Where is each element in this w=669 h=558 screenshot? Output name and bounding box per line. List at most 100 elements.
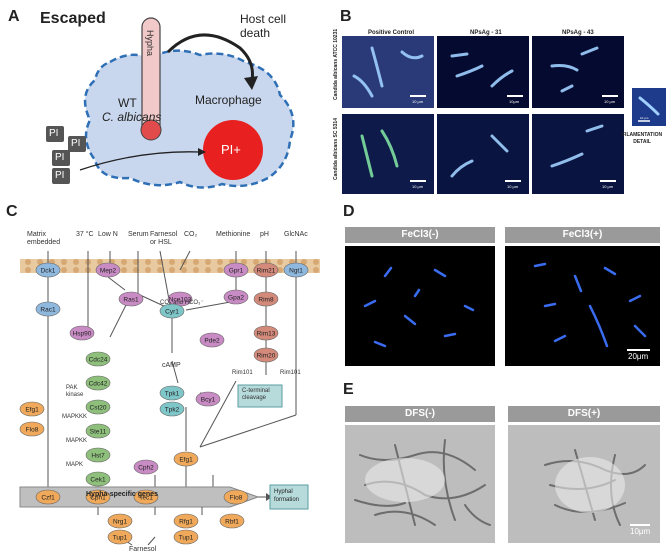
pi-label-1: PI <box>49 128 59 139</box>
node-tpk1: Tpk1 <box>159 385 185 401</box>
node-nrg1: Nrg1 <box>107 513 133 529</box>
svg-text:Rim13: Rim13 <box>257 331 276 338</box>
hypha-label: Hypha <box>145 30 155 57</box>
svg-text:Cdc42: Cdc42 <box>89 381 108 388</box>
node-bcy1: Bcy1 <box>195 391 221 407</box>
scale-r2-c1: 10 μm <box>412 184 424 189</box>
svg-text:Rbf1: Rbf1 <box>225 519 239 526</box>
farnesol-bottom-label: Farnesol <box>129 546 157 553</box>
dfs-minus-header: DFS(-) <box>345 406 495 422</box>
yeast-cell <box>140 119 162 141</box>
rim101b-label: Rim101 <box>280 370 301 376</box>
svg-text:Ngt1: Ngt1 <box>289 268 303 275</box>
node-mep2: Mep2 <box>95 262 121 278</box>
node-ngt1: Ngt1 <box>283 262 309 278</box>
signal-glcnac: GlcNAc <box>284 231 308 238</box>
panel-letter-d: D <box>343 203 355 220</box>
node-cph1: Cph1 <box>85 489 111 505</box>
hyphal-formation-label: Hyphal formation <box>274 489 300 503</box>
svg-text:Flo8: Flo8 <box>26 427 39 434</box>
svg-text:Nce103: Nce103 <box>169 297 192 304</box>
pak-label: PAK kinase <box>66 385 84 398</box>
node-ste11: Ste11 <box>85 423 111 439</box>
fecl3-scale-label: 20μm <box>628 352 649 361</box>
wt-label: WT <box>118 96 137 110</box>
row-label-1: Candida albicans ATCC 10231 <box>333 28 339 100</box>
svg-text:Efg1: Efg1 <box>25 407 39 414</box>
death-arrow <box>166 33 254 81</box>
node-hst7: Hst7 <box>85 447 111 463</box>
hyphal-formation-box <box>269 484 309 510</box>
dfs-plus-header: DFS(+) <box>508 406 660 422</box>
node-tpk2: Tpk2 <box>159 401 185 417</box>
col-header-1: Positive Control <box>368 30 415 36</box>
pi-arrow <box>79 151 201 171</box>
fecl3-plus-header: FeCl3(+) <box>505 227 660 243</box>
svg-text:Gpa2: Gpa2 <box>228 295 244 302</box>
scale-r2-c3: 10 μm <box>602 184 614 189</box>
dfs-images <box>345 425 660 543</box>
host-death-label: Host cell death <box>240 12 287 40</box>
svg-text:Tec1: Tec1 <box>139 495 153 502</box>
mapk-label: MAPK <box>66 462 84 468</box>
node-ras1: Ras1 <box>118 291 144 307</box>
node-cdc42: Cdc42 <box>85 375 111 391</box>
svg-text:Tup1: Tup1 <box>113 535 128 542</box>
pi-arrowhead <box>198 148 206 156</box>
svg-text:Gpr1: Gpr1 <box>229 268 244 275</box>
svg-text:Mep2: Mep2 <box>100 268 117 275</box>
scale-r2-c2: 10 μm <box>507 184 519 189</box>
svg-text:Bcy1: Bcy1 <box>201 397 216 404</box>
node-czf1: Czf1 <box>35 489 61 505</box>
svg-text:Ste11: Ste11 <box>90 429 107 436</box>
node-flo8: Flo8 <box>223 489 249 505</box>
signal-methionine: Methionine <box>216 231 251 238</box>
fecl3-minus-image <box>345 246 495 366</box>
scale-r1-c3: 10 μm <box>604 99 616 104</box>
detail-scale: 10 μm <box>640 116 649 120</box>
svg-text:Cph1: Cph1 <box>90 495 106 502</box>
tile-r1-c3 <box>532 36 624 108</box>
node-tup1-b: Tup1 <box>173 529 199 545</box>
rim101-label: Rim101 <box>232 370 253 376</box>
co2-hco3-label: CO₂ and HCO₃⁻ <box>160 300 204 306</box>
death-arrowhead <box>244 76 258 90</box>
node-rim13: Rim13 <box>253 325 279 341</box>
svg-text:Hst7: Hst7 <box>91 453 105 460</box>
svg-text:Tup1: Tup1 <box>179 535 194 542</box>
tile-r1-c1 <box>342 36 434 108</box>
scale-r1-c2: 10μm <box>509 99 520 104</box>
node-cph2: Cph2 <box>133 459 159 475</box>
row-label-2: Candida albicans SC 5314 <box>333 118 339 180</box>
scale-r1-c1: 10 μm <box>412 99 424 104</box>
panel-a-diagram <box>46 17 295 189</box>
col-header-3: NPsAg - 43 <box>562 30 594 36</box>
pi-positive-nucleus <box>203 120 263 180</box>
node-efg1-left: Efg1 <box>19 401 45 417</box>
node-pde2: Pde2 <box>199 332 225 348</box>
pi-plus-label: PI+ <box>221 142 241 157</box>
svg-text:Hsp90: Hsp90 <box>73 331 92 338</box>
svg-text:Rim21: Rim21 <box>257 268 276 275</box>
node-rbf1: Rbf1 <box>219 513 245 529</box>
c-terminal-box <box>237 384 283 408</box>
node-rac1: Rac1 <box>35 301 61 317</box>
svg-text:Cyr1: Cyr1 <box>165 309 179 316</box>
col-header-2: NPsAg - 31 <box>470 30 502 36</box>
svg-text:Rfg1: Rfg1 <box>179 519 193 526</box>
dfs-scale-label: 10μm <box>630 527 651 536</box>
svg-text:Pde2: Pde2 <box>204 338 220 345</box>
svg-text:Rim20: Rim20 <box>257 353 276 360</box>
svg-text:Rac1: Rac1 <box>40 307 56 314</box>
fecl3-plus-image <box>505 246 660 366</box>
svg-text:Flo8: Flo8 <box>230 495 243 502</box>
camp-label: cAMP <box>162 362 181 369</box>
svg-text:Cst20: Cst20 <box>90 405 107 412</box>
svg-text:Cek1: Cek1 <box>90 477 106 484</box>
escaped-title: Escaped <box>40 10 106 27</box>
fluorescence-grid <box>342 36 624 194</box>
svg-text:Efg1: Efg1 <box>179 457 193 464</box>
panel-letter-a: A <box>8 8 20 25</box>
svg-text:Cdc24: Cdc24 <box>89 357 108 364</box>
